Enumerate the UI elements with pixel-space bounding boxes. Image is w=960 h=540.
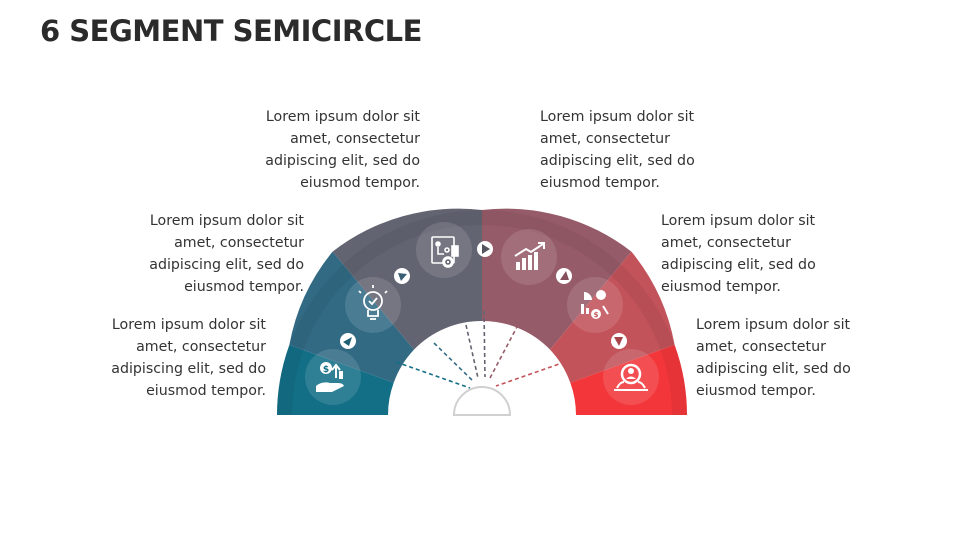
user-search-icon xyxy=(614,363,648,391)
segment-6 xyxy=(570,344,687,415)
finance-analysis-icon: $ xyxy=(581,290,609,319)
icon-bg-3 xyxy=(416,222,472,278)
segment-3-text: Lorem ipsum dolor sit amet, consectetur … xyxy=(265,109,420,191)
money-growth-icon: $ xyxy=(316,362,344,392)
connector-lines xyxy=(395,310,566,389)
lightbulb-check-icon xyxy=(358,285,388,320)
segment-1-text: Lorem ipsum dolor sit amet, consectetur … xyxy=(111,317,266,399)
strategy-plan-icon xyxy=(431,236,459,268)
segment-6-text: Lorem ipsum dolor sit amet, consectetur … xyxy=(696,317,851,399)
arrow-marker-5 xyxy=(611,333,627,349)
arrow-marker-2 xyxy=(394,268,410,284)
arrow-marker-3 xyxy=(477,241,493,257)
page-title: 6 SEGMENT SEMICIRCLE xyxy=(40,14,422,48)
segment-5 xyxy=(550,251,675,383)
arrow-marker-1 xyxy=(340,333,356,349)
svg-text:$: $ xyxy=(594,311,599,319)
segment-2 xyxy=(289,251,414,383)
segment-4-text: Lorem ipsum dolor sit amet, consectetur … xyxy=(540,109,695,191)
icon-bg-1 xyxy=(305,349,361,405)
center-hub xyxy=(452,386,512,416)
segment-5-text: Lorem ipsum dolor sit amet, consectetur … xyxy=(661,213,816,295)
segment-2-text: Lorem ipsum dolor sit amet, consectetur … xyxy=(149,213,304,295)
arrow-marker-4 xyxy=(556,268,572,284)
segment-1 xyxy=(277,344,394,415)
icon-bg-5 xyxy=(567,277,623,333)
svg-text:$: $ xyxy=(323,365,329,375)
growth-chart-icon xyxy=(514,242,545,270)
